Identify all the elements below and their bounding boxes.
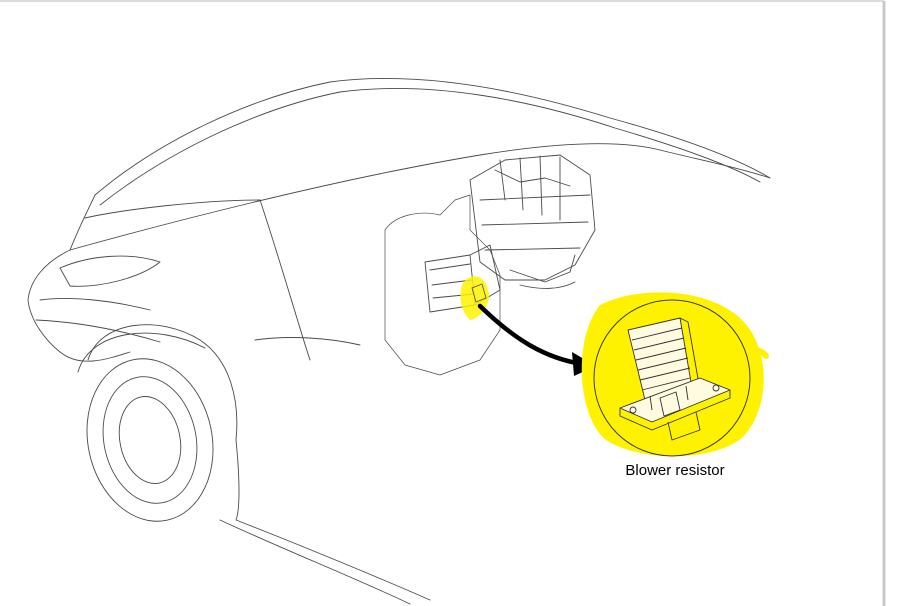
hvac-base xyxy=(519,281,576,289)
windshield-lower xyxy=(84,199,261,219)
dash-line xyxy=(254,337,361,346)
resistor-connector xyxy=(659,391,681,417)
callout-circle xyxy=(593,299,751,457)
bumper-line xyxy=(39,298,151,311)
resistor-location-mark xyxy=(471,283,487,303)
wheel-arch xyxy=(87,324,238,441)
wheel-arch-inner xyxy=(77,332,206,373)
rocker-panel xyxy=(235,439,431,601)
car-body-outline xyxy=(27,78,771,605)
resistor-legs xyxy=(649,385,689,411)
resistor-mount-hole-left xyxy=(629,406,637,414)
blower-resistor-drawing xyxy=(619,317,731,441)
cowl-line xyxy=(259,199,311,361)
hood-line xyxy=(69,143,661,251)
hvac-vent-fins xyxy=(499,155,561,221)
resistor-base-edge xyxy=(619,390,731,431)
hvac-case-silhouette xyxy=(384,194,501,376)
blower-resistor-label: Blower resistor xyxy=(625,462,725,479)
roof-rear xyxy=(659,149,771,179)
front-wheel-inner xyxy=(102,376,198,504)
front-wheel-outer xyxy=(86,358,214,522)
bumper-lower-line xyxy=(35,319,161,343)
roof-inner-line xyxy=(99,88,761,206)
front-wheel-hub xyxy=(118,396,182,484)
hvac-vent-slots xyxy=(479,194,591,251)
rocker-lower xyxy=(219,519,411,605)
hvac-bottom-edge xyxy=(509,254,576,283)
headlight xyxy=(59,255,161,287)
a-pillar xyxy=(69,194,96,251)
resistor-mount-hole-right xyxy=(712,384,720,392)
callout-arrow-shaft xyxy=(477,303,585,367)
front-fender xyxy=(27,249,71,353)
hvac-top-edge xyxy=(494,169,571,187)
roof-line xyxy=(94,78,771,196)
resistor-fins xyxy=(631,327,691,391)
resistor-connector-bottom xyxy=(667,411,701,441)
hvac-blower-housing xyxy=(469,154,596,281)
fender-lower xyxy=(59,351,131,362)
